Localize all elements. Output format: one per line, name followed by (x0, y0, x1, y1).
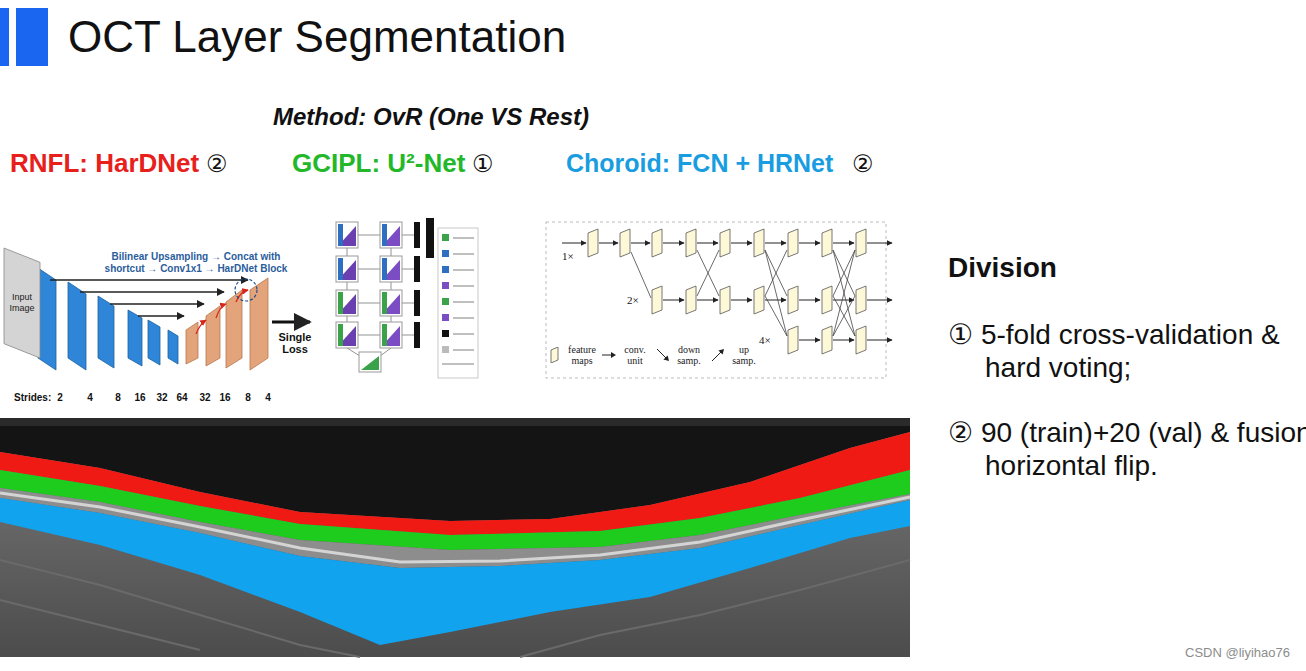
legend-label: conv. unit (618, 344, 652, 366)
stride-value: 8 (108, 392, 128, 404)
legend-item: feature maps (548, 344, 599, 366)
figure-note: Single Loss (274, 331, 316, 355)
scale-label: 1× (562, 250, 574, 263)
scale-label: 2× (627, 294, 639, 307)
stride-value: 16 (215, 392, 235, 404)
legend-item: up samp. (710, 344, 761, 366)
oct-scan (0, 418, 910, 657)
title-bar (0, 8, 48, 66)
list-item: ① 5-fold cross-validation & hard voting; (948, 318, 1306, 384)
u2net-figure (336, 218, 478, 378)
callout-number: ② (206, 150, 228, 178)
scale-label: 4× (759, 334, 771, 347)
stride-value: 2 (50, 392, 70, 404)
callout-number: ① (472, 150, 494, 178)
slide-title: OCT Layer Segmentation (68, 12, 566, 63)
figure-note: Bilinear Upsampling → Concat with shortc… (100, 251, 292, 275)
stride-value: 64 (172, 392, 192, 404)
legend-sample (601, 347, 617, 363)
stride-value: 32 (195, 392, 215, 404)
hardnet-figure (38, 268, 310, 370)
stride-value: 8 (238, 392, 258, 404)
callout-number: ② (852, 150, 874, 178)
legend-item: down samp. (655, 344, 706, 366)
model-heading: RNFL: HarDNet (10, 149, 199, 179)
legend-sample (548, 347, 564, 363)
stride-value: 4 (258, 392, 278, 404)
stride-value: 4 (80, 392, 100, 404)
model-heading: Choroid: FCN + HRNet (566, 149, 833, 178)
model-heading: GCIPL: U²-Net (292, 149, 465, 179)
legend-item: conv. unit (601, 344, 652, 366)
legend-label: up samp. (727, 344, 761, 366)
hrnet-figure (546, 222, 892, 378)
stride-value: 16 (130, 392, 150, 404)
method-heading: Method: OvR (One VS Rest) (273, 103, 589, 131)
input-image: Input Image (4, 248, 40, 358)
watermark: CSDN @liyihao76 (1140, 646, 1290, 661)
legend-label: feature maps (565, 344, 599, 366)
section-heading: Division (948, 252, 1057, 284)
node-label: Input Image (4, 292, 40, 314)
list-item: ② 90 (train)+20 (val) & fusion horizonta… (948, 416, 1306, 482)
legend-sample (655, 347, 671, 363)
legend-label: down samp. (672, 344, 706, 366)
legend-sample (710, 347, 726, 363)
stride-value: 32 (152, 392, 172, 404)
axis-label: Strides: (14, 392, 51, 404)
